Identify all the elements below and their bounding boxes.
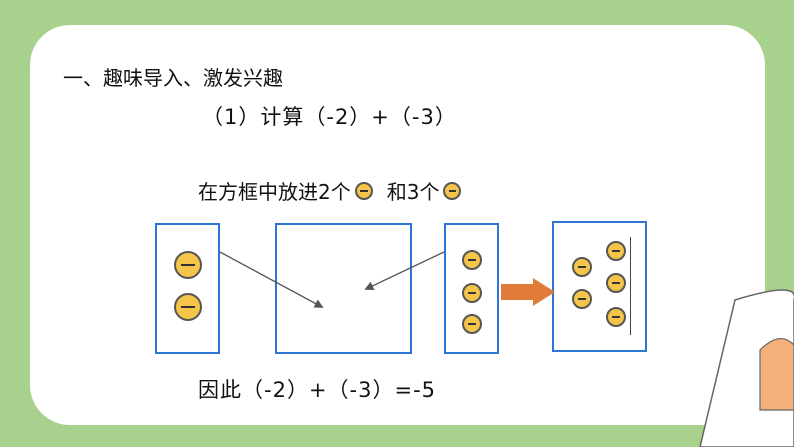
three-negatives-box [444,223,499,354]
negative-counter-icon [606,241,626,261]
two-negatives-box [155,223,220,354]
negative-counter-icon [606,307,626,327]
result-box-divider [630,237,631,335]
conclusion-text: 因此（-2）+（-3）=-5 [198,378,437,402]
negative-counter-icon [354,181,373,200]
negative-counter-icon [606,273,626,293]
instruction-part2: 和3个 [386,180,440,204]
negative-counter-icon [462,250,482,270]
negative-counter-icon [572,289,592,309]
instruction-text: 在方框中放进2个 和3个 [198,176,462,205]
negative-counter-icon [443,181,462,200]
problem-expression: （1）计算（-2）+（-3） [202,105,457,129]
negative-counter-icon [462,314,482,334]
section-heading: 一、趣味导入、激发兴趣 [63,66,283,90]
negative-counter-icon [174,293,202,321]
result-box [552,221,647,352]
negative-counter-icon [174,251,202,279]
instruction-part1: 在方框中放进2个 [198,180,351,204]
negative-counter-icon [462,283,482,303]
empty-target-box [275,223,412,354]
negative-counter-icon [572,257,592,277]
